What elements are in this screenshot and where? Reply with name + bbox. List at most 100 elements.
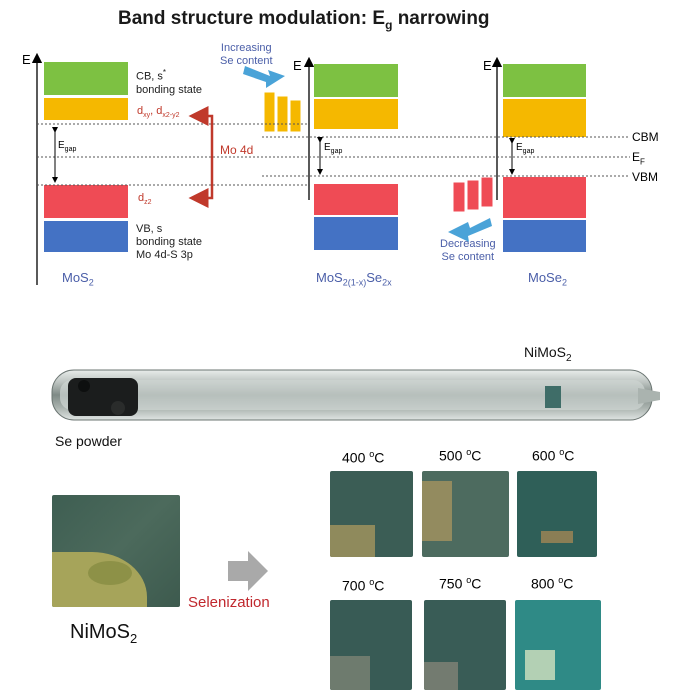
egap-text: E bbox=[58, 140, 65, 151]
cbm-label: CBM bbox=[632, 130, 659, 144]
mos2-d-label: dxy, dx2-y2 bbox=[137, 105, 179, 119]
egap-label-alloy: Egap bbox=[324, 142, 342, 155]
tube-tip bbox=[638, 388, 660, 404]
cb-label-line1: CB, s bbox=[136, 70, 163, 83]
sample-photo-400c bbox=[330, 471, 413, 557]
sample-inner-region bbox=[88, 561, 132, 585]
tube-nimos2-label: NiMoS2 bbox=[524, 344, 572, 364]
shift-bar bbox=[289, 99, 302, 133]
title-text: Band structure modulation: E bbox=[118, 8, 386, 29]
sample-patch bbox=[330, 525, 375, 557]
egap-text: E bbox=[516, 142, 523, 153]
sample-patch bbox=[330, 656, 370, 690]
axis-label-e: E bbox=[483, 58, 492, 73]
cb-label-line2: bonding state bbox=[136, 83, 203, 96]
dxy-sep: , d bbox=[150, 105, 163, 117]
shift-bar bbox=[452, 181, 466, 213]
egap-sub: gap bbox=[330, 148, 343, 155]
vb-label-line1: VB, s bbox=[136, 223, 163, 235]
selenization-label: Selenization bbox=[188, 594, 270, 611]
process-arrow bbox=[228, 551, 268, 591]
se-powder-grain bbox=[111, 401, 125, 415]
mos2-sub: 2 bbox=[88, 277, 94, 288]
egap-text: E bbox=[324, 142, 331, 153]
mos2-dz2-band bbox=[44, 185, 128, 218]
mose2-d-band bbox=[503, 99, 586, 137]
temperature-label: 800 oC bbox=[531, 575, 573, 592]
temperature-sup: o bbox=[466, 447, 472, 457]
axis-label-e: E bbox=[22, 52, 31, 67]
increasing-arrow bbox=[243, 66, 285, 88]
egap-label-mose2: Egap bbox=[516, 142, 534, 155]
sample-photo-750c bbox=[424, 600, 506, 690]
temperature-label: 600 oC bbox=[532, 447, 574, 464]
mos2-vb-label: VB, s bonding state Mo 4d-S 3p bbox=[136, 223, 202, 262]
fermi-sub: F bbox=[640, 157, 645, 167]
sample-photo-600c bbox=[517, 471, 597, 557]
temperature-value: 800 bbox=[531, 575, 559, 592]
decreasing-arrow bbox=[448, 218, 492, 242]
shift-bar bbox=[466, 179, 480, 211]
temperature-sup: o bbox=[369, 577, 375, 587]
sample-photo-500c bbox=[422, 471, 509, 557]
temperature-value: 500 bbox=[439, 447, 467, 464]
increasing-se-label: Increasing Se content bbox=[220, 42, 273, 68]
se-powder-label: Se powder bbox=[55, 433, 122, 449]
mos2-text: MoS bbox=[62, 270, 89, 285]
vb-label-line3: Mo 4d-S 3p bbox=[136, 249, 193, 261]
alloy-text-a: MoS bbox=[316, 270, 343, 285]
alloy-material-label: MoS2(1-x)Se2x bbox=[316, 270, 392, 288]
alloy-vb-band bbox=[314, 217, 398, 250]
nimos2-sample-in-tube bbox=[545, 386, 561, 408]
mose2-text: MoSe bbox=[528, 270, 562, 285]
temperature-value: 750 bbox=[439, 575, 467, 592]
dz2-sub: z2 bbox=[144, 199, 152, 207]
mose2-material-label: MoSe2 bbox=[528, 270, 567, 288]
dz2-text: d bbox=[138, 192, 145, 204]
temperature-unit: C bbox=[374, 449, 385, 466]
temperature-unit: C bbox=[471, 575, 482, 592]
title-tail: narrowing bbox=[392, 8, 490, 29]
sample-sub: 2 bbox=[130, 631, 138, 646]
increasing-line2: Se content bbox=[220, 55, 273, 67]
shift-bar bbox=[263, 91, 276, 133]
se-powder-grain bbox=[78, 380, 90, 392]
temperature-sup: o bbox=[466, 575, 472, 585]
alloy-cb-band bbox=[314, 64, 398, 97]
tube-nimos2-sub: 2 bbox=[566, 352, 572, 364]
temperature-label: 750 oC bbox=[439, 575, 481, 592]
alloy-dz2-band bbox=[314, 184, 398, 215]
decreasing-se-label: Decreasing Se content bbox=[440, 238, 496, 264]
nimos2-sample-photo bbox=[52, 495, 180, 607]
sample-label: NiMoS2 bbox=[70, 621, 137, 646]
title-subscript: g bbox=[385, 17, 393, 32]
egap-label-mos2: Egap bbox=[58, 140, 76, 153]
sample-patch bbox=[424, 662, 458, 690]
dx2y2-sub: x2-y2 bbox=[162, 112, 180, 120]
mo4d-label: Mo 4d bbox=[220, 143, 254, 157]
alloy-sub-a: 2(1-x) bbox=[342, 277, 367, 288]
temperature-label: 700 oC bbox=[342, 577, 384, 594]
mos2-vb-band bbox=[44, 221, 128, 252]
alloy-d-band bbox=[314, 99, 398, 129]
temperature-sup: o bbox=[558, 575, 564, 585]
sample-patch bbox=[422, 481, 452, 541]
shift-bar bbox=[480, 176, 494, 208]
mose2-cb-band bbox=[503, 64, 586, 97]
temperature-unit: C bbox=[471, 447, 482, 464]
mose2-sub: 2 bbox=[561, 277, 567, 288]
temperature-value: 700 bbox=[342, 577, 370, 594]
temperature-label: 500 oC bbox=[439, 447, 481, 464]
temperature-unit: C bbox=[374, 577, 385, 594]
mos2-d-band bbox=[44, 98, 128, 120]
egap-sub: gap bbox=[64, 146, 77, 153]
temperature-value: 600 bbox=[532, 447, 560, 464]
egap-sub: gap bbox=[522, 148, 535, 155]
alloy-sub-b: 2x bbox=[382, 277, 392, 288]
sample-photo-700c bbox=[330, 600, 412, 690]
tube-nimos2-text: NiMoS bbox=[524, 344, 567, 360]
vb-label-line2: bonding state bbox=[136, 236, 203, 248]
temperature-sup: o bbox=[369, 449, 375, 459]
quartz-tube-photo bbox=[51, 369, 660, 421]
